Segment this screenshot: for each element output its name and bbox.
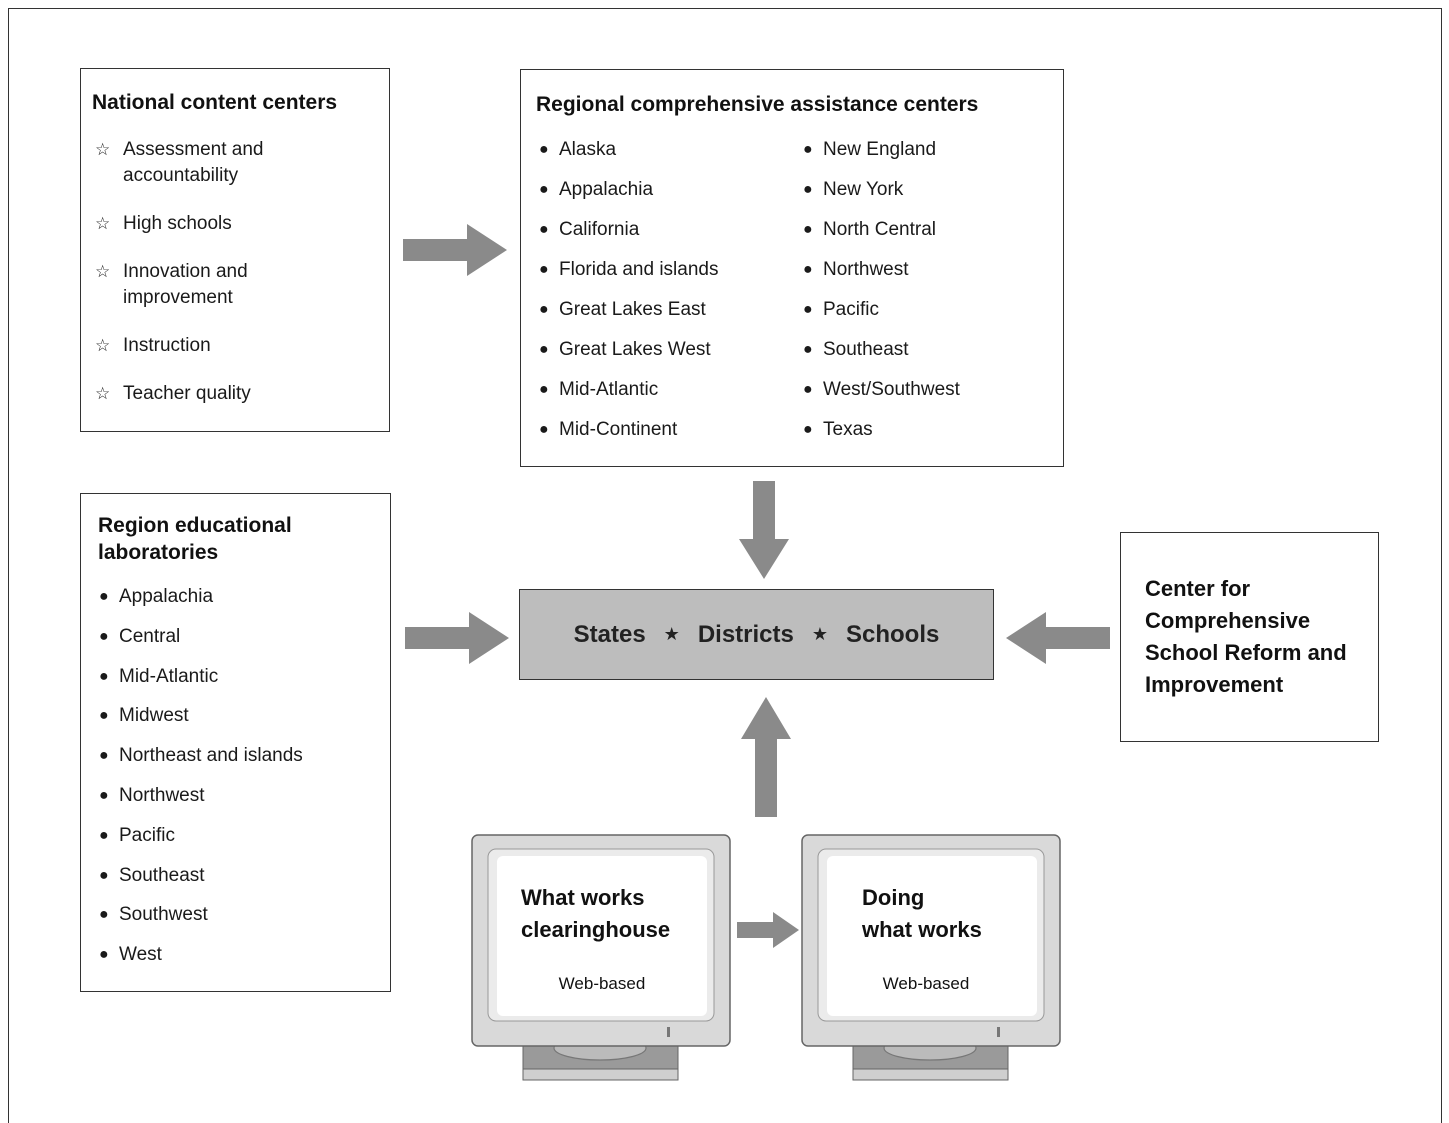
- national-content-centers-box: National content centers ☆Assessment and…: [80, 68, 390, 432]
- list-item: ●Northeast and islands: [97, 743, 303, 783]
- bullet-icon: ●: [99, 627, 109, 645]
- list-item: ●West/Southwest: [801, 377, 960, 417]
- bullet-icon: ●: [99, 906, 109, 924]
- center-title: Center for Comprehensive School Reform a…: [1145, 576, 1347, 697]
- outline-star-icon: ☆: [95, 384, 111, 404]
- list-item: ●California: [537, 217, 718, 257]
- outline-star-icon: ☆: [95, 336, 111, 356]
- solid-star-icon: ★: [811, 624, 828, 645]
- list-item: ●Appalachia: [537, 177, 718, 217]
- bullet-icon: ●: [99, 946, 109, 964]
- monitor-subtitle: Web-based: [882, 974, 970, 993]
- bullet-icon: ●: [803, 221, 813, 238]
- computer-monitor-icon: [471, 834, 731, 1081]
- bullet-icon: ●: [99, 786, 109, 804]
- monitor-title: What works clearinghouse: [521, 885, 671, 942]
- regional-title: Regional comprehensive assistance center…: [536, 93, 979, 116]
- list-item: ●New England: [801, 137, 960, 177]
- figure-frame: [8, 8, 1442, 1123]
- monitor-subtitle: Web-based: [558, 974, 646, 993]
- monitor-doing-what-works: Doing what works Web-based: [801, 834, 1063, 1082]
- list-item: ☆Innovation and improvement: [95, 259, 323, 311]
- bullet-icon: ●: [803, 381, 813, 398]
- regional-labs-box: Region educational laboratories ●Appalac…: [80, 493, 391, 992]
- bullet-icon: ●: [539, 181, 549, 198]
- labs-title: Region educational laboratories: [98, 514, 292, 564]
- list-item: ●Pacific: [97, 823, 303, 863]
- bullet-icon: ●: [803, 261, 813, 278]
- list-item: ●West: [97, 942, 303, 982]
- bullet-icon: ●: [803, 181, 813, 198]
- states-districts-schools-box: States ★ Districts ★ Schools: [519, 589, 994, 680]
- bullet-icon: ●: [803, 341, 813, 358]
- list-item: ●New York: [801, 177, 960, 217]
- bullet-icon: ●: [99, 707, 109, 725]
- monitor-title: Doing what works: [862, 885, 982, 942]
- national-list: ☆Assessment and accountability ☆High sch…: [95, 137, 323, 429]
- bullet-icon: ●: [99, 667, 109, 685]
- regional-list-right: ●New England ●New York ●North Central ●N…: [801, 137, 960, 457]
- schools-label: Schools: [846, 620, 940, 648]
- arrow-icon: [405, 612, 509, 664]
- bullet-icon: ●: [803, 141, 813, 158]
- list-item: ●Mid-Atlantic: [537, 377, 718, 417]
- labs-list: ●Appalachia ●Central ●Mid-Atlantic ●Midw…: [97, 584, 303, 982]
- states-label: States: [573, 620, 646, 648]
- monitor-what-works-clearinghouse: What works clearinghouse Web-based: [471, 834, 733, 1082]
- list-item: ●Pacific: [801, 297, 960, 337]
- solid-star-icon: ★: [663, 624, 680, 645]
- list-item: ☆High schools: [95, 211, 323, 237]
- outline-star-icon: ☆: [95, 262, 111, 282]
- list-item: ●Texas: [801, 417, 960, 457]
- bullet-icon: ●: [99, 826, 109, 844]
- national-title: National content centers: [92, 91, 338, 114]
- arrow-icon: [741, 697, 791, 817]
- list-item: ●North Central: [801, 217, 960, 257]
- list-item: ●Midwest: [97, 703, 303, 743]
- regional-list-left: ●Alaska ●Appalachia ●California ●Florida…: [537, 137, 718, 457]
- bullet-icon: ●: [99, 588, 109, 605]
- list-item: ●Southwest: [97, 902, 303, 942]
- bullet-icon: ●: [539, 381, 549, 398]
- list-item: ●Mid-Continent: [537, 417, 718, 457]
- list-item: ☆Assessment and accountability: [95, 137, 323, 189]
- bullet-icon: ●: [539, 261, 549, 278]
- list-item: ☆Teacher quality: [95, 381, 323, 407]
- list-item: ●Northwest: [97, 783, 303, 823]
- list-item: ●Southeast: [97, 863, 303, 903]
- bullet-icon: ●: [539, 341, 549, 358]
- bullet-icon: ●: [99, 866, 109, 884]
- list-item: ●Southeast: [801, 337, 960, 377]
- arrow-icon: [403, 224, 507, 276]
- arrow-icon: [1006, 612, 1110, 664]
- districts-label: Districts: [697, 620, 794, 648]
- bullet-icon: ●: [539, 421, 549, 438]
- list-item: ●Great Lakes East: [537, 297, 718, 337]
- list-item: ●Appalachia: [97, 584, 303, 624]
- center-comprehensive-reform-box: Center for Comprehensive School Reform a…: [1120, 532, 1379, 742]
- arrow-icon: [739, 481, 789, 579]
- regional-assistance-centers-box: Regional comprehensive assistance center…: [520, 69, 1064, 467]
- arrow-icon: [737, 912, 799, 948]
- outline-star-icon: ☆: [95, 140, 111, 160]
- list-item: ●Northwest: [801, 257, 960, 297]
- outline-star-icon: ☆: [95, 214, 111, 234]
- bullet-icon: ●: [803, 421, 813, 438]
- bullet-icon: ●: [803, 301, 813, 318]
- list-item: ●Mid-Atlantic: [97, 664, 303, 704]
- list-item: ●Central: [97, 624, 303, 664]
- bullet-icon: ●: [539, 221, 549, 238]
- bullet-icon: ●: [539, 301, 549, 318]
- list-item: ●Florida and islands: [537, 257, 718, 297]
- list-item: ●Great Lakes West: [537, 337, 718, 377]
- list-item: ●Alaska: [537, 137, 718, 177]
- list-item: ☆Instruction: [95, 333, 323, 359]
- bullet-icon: ●: [99, 747, 109, 765]
- bullet-icon: ●: [539, 141, 549, 158]
- computer-monitor-icon: [801, 834, 1061, 1081]
